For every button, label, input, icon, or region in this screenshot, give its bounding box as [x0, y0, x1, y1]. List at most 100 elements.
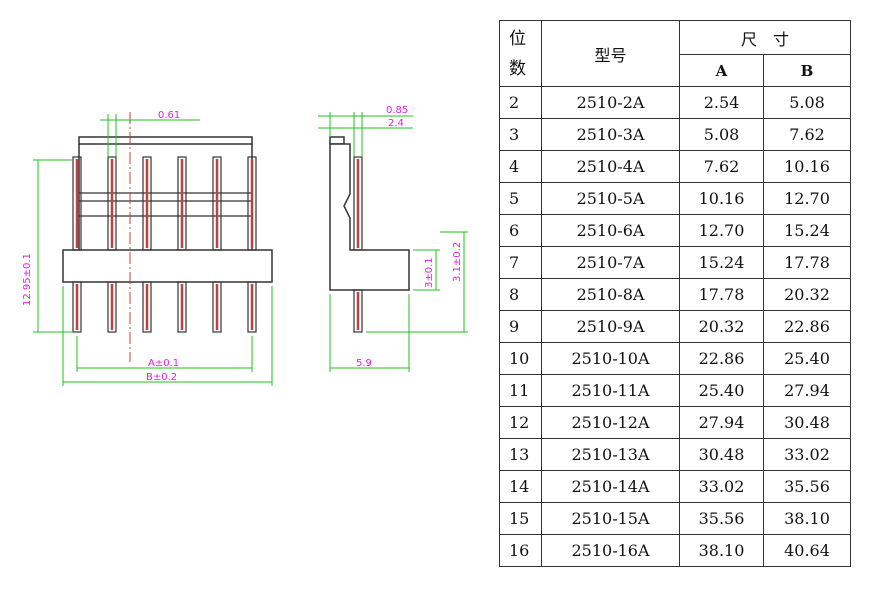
model-cell: 2510-5A	[541, 182, 680, 215]
b-cell: 30.48	[762, 406, 852, 439]
b-cell: 12.70	[762, 182, 852, 215]
b-cell: 40.64	[762, 534, 852, 567]
a-cell: 30.48	[679, 438, 764, 471]
model-cell: 2510-10A	[541, 342, 680, 375]
header-position-bottom: 数	[509, 58, 526, 79]
dim-0.85: 0.85	[386, 105, 408, 116]
position-cell: 10	[499, 342, 542, 375]
b-cell: 17.78	[762, 246, 852, 279]
a-cell: 12.70	[679, 214, 764, 247]
header-position: 位 数	[499, 20, 542, 87]
model-cell: 2510-9A	[541, 310, 680, 343]
header-b: B	[762, 54, 852, 87]
b-cell: 22.86	[762, 310, 852, 343]
b-cell: 33.02	[762, 438, 852, 471]
header-a: A	[679, 54, 764, 87]
a-cell: 7.62	[679, 150, 764, 183]
connector-drawing: 0.61 12.95±0.1 A±0.1 B±0.2 0.85 2.4 3±0.…	[22, 105, 468, 386]
b-cell: 38.10	[762, 502, 852, 535]
housing-top-plate	[78, 136, 253, 145]
position-cell: 15	[499, 502, 542, 535]
dim-5.9: 5.9	[356, 358, 372, 369]
model-cell: 2510-2A	[541, 86, 680, 119]
model-cell: 2510-13A	[541, 438, 680, 471]
position-cell: 3	[499, 118, 542, 151]
model-cell: 2510-7A	[541, 246, 680, 279]
dim-B: B±0.2	[146, 372, 177, 383]
a-cell: 2.54	[679, 86, 764, 119]
a-cell: 15.24	[679, 246, 764, 279]
b-cell: 10.16	[762, 150, 852, 183]
side-body	[329, 143, 410, 291]
side-dimensions	[318, 112, 468, 372]
position-cell: 13	[499, 438, 542, 471]
dim-12.95: 12.95±0.1	[22, 253, 33, 306]
a-cell: 22.86	[679, 342, 764, 375]
position-cell: 8	[499, 278, 542, 311]
dim-3.1: 3.1±0.2	[452, 242, 463, 282]
a-cell: 20.32	[679, 310, 764, 343]
header-size: 尺 寸	[678, 20, 852, 55]
model-cell: 2510-3A	[541, 118, 680, 151]
position-cell: 4	[499, 150, 542, 183]
position-cell: 16	[499, 534, 542, 567]
model-cell: 2510-4A	[541, 150, 680, 183]
header-model: 型号	[541, 20, 680, 87]
front-view	[62, 112, 273, 362]
position-cell: 6	[499, 214, 542, 247]
dim-2.4: 2.4	[388, 118, 404, 129]
header-position-top: 位	[509, 28, 526, 49]
dim-A: A±0.1	[148, 358, 179, 369]
a-cell: 33.02	[679, 470, 764, 503]
position-cell: 5	[499, 182, 542, 215]
b-cell: 27.94	[762, 374, 852, 407]
dim-3: 3±0.1	[424, 257, 435, 288]
a-cell: 10.16	[679, 182, 764, 215]
front-pins	[72, 156, 257, 333]
position-cell: 2	[499, 86, 542, 119]
b-cell: 15.24	[762, 214, 852, 247]
model-cell: 2510-16A	[541, 534, 680, 567]
model-cell: 2510-15A	[541, 502, 680, 535]
position-cell: 12	[499, 406, 542, 439]
a-cell: 35.56	[679, 502, 764, 535]
position-cell: 7	[499, 246, 542, 279]
side-top-plate	[329, 136, 345, 145]
b-cell: 35.56	[762, 470, 852, 503]
housing-base	[62, 249, 273, 283]
model-cell: 2510-14A	[541, 470, 680, 503]
b-cell: 7.62	[762, 118, 852, 151]
side-view	[329, 136, 410, 333]
position-cell: 11	[499, 374, 542, 407]
front-dimensions	[33, 114, 273, 386]
b-cell: 5.08	[762, 86, 852, 119]
b-cell: 25.40	[762, 342, 852, 375]
model-cell: 2510-6A	[541, 214, 680, 247]
model-cell: 2510-12A	[541, 406, 680, 439]
position-cell: 14	[499, 470, 542, 503]
a-cell: 17.78	[679, 278, 764, 311]
b-cell: 20.32	[762, 278, 852, 311]
a-cell: 27.94	[679, 406, 764, 439]
position-cell: 9	[499, 310, 542, 343]
a-cell: 38.10	[679, 534, 764, 567]
a-cell: 25.40	[679, 374, 764, 407]
a-cell: 5.08	[679, 118, 764, 151]
model-cell: 2510-11A	[541, 374, 680, 407]
